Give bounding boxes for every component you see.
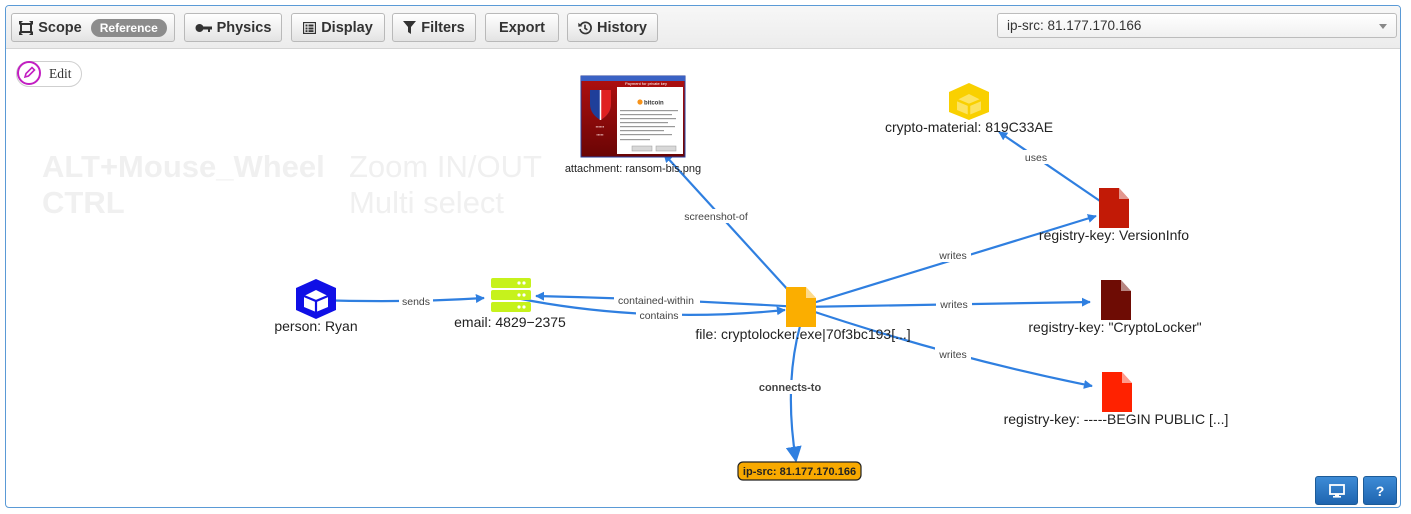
key-icon: [195, 23, 212, 32]
node-label-crypto-material: crypto-material: 819C33AE: [885, 119, 1053, 135]
filters-button[interactable]: Filters: [392, 13, 476, 42]
node-crypto-material[interactable]: [949, 83, 989, 120]
node-person[interactable]: [296, 279, 336, 319]
edge-label-writes-cryptolocker: writes: [939, 299, 967, 311]
pencil-icon: [17, 61, 41, 85]
node-label-email: email: 4829−2375: [454, 314, 566, 330]
search-select[interactable]: ip-src: 81.177.170.166: [997, 13, 1397, 38]
node-registry-versioninfo[interactable]: [1099, 188, 1129, 228]
scope-label: Scope: [38, 19, 82, 36]
chevron-down-icon: [1379, 24, 1387, 29]
graph-canvas[interactable]: screenshot-of uses writes writes writes …: [6, 6, 1400, 507]
display-button[interactable]: Display: [291, 13, 385, 42]
physics-label: Physics: [216, 19, 272, 36]
graph-panel: Scope Reference Physics Display: [5, 5, 1401, 508]
filter-icon: [403, 21, 417, 34]
svg-text:▪▪▪▪▪▪: ▪▪▪▪▪▪: [596, 124, 605, 129]
node-attachment[interactable]: Payment for private key bitcoin ▪▪▪▪▪▪ ▪…: [580, 75, 686, 158]
edge-label-uses: uses: [1025, 152, 1047, 164]
edge-label-sends: sends: [402, 296, 430, 308]
node-label-registry-public: registry-key: -----BEGIN PUBLIC [...]: [1004, 411, 1229, 427]
edge-label-connects-to: connects-to: [759, 382, 822, 394]
shortcut-action-zoom: Zoom IN/OUT: [349, 149, 542, 184]
file-icon: [1102, 372, 1132, 412]
node-file[interactable]: [786, 287, 816, 327]
physics-button[interactable]: Physics: [184, 13, 282, 42]
node-label-registry-versioninfo: registry-key: VersionInfo: [1039, 227, 1189, 243]
edit-button[interactable]: Edit: [16, 61, 82, 87]
help-button[interactable]: ?: [1363, 476, 1397, 505]
bitcoin-logo-text: bitcoin: [644, 101, 664, 107]
search-select-value: ip-src: 81.177.170.166: [1007, 18, 1142, 33]
shortcut-key-zoom: ALT+Mouse_Wheel: [42, 149, 325, 184]
monitor-icon: [1328, 483, 1345, 498]
edit-label: Edit: [49, 66, 72, 81]
history-icon: [578, 20, 592, 34]
node-registry-public[interactable]: [1102, 372, 1132, 412]
export-label: Export: [499, 19, 545, 36]
edge-screenshot-of[interactable]: [663, 153, 801, 304]
export-button[interactable]: Export: [485, 13, 559, 42]
server-icon: [491, 278, 531, 312]
filters-label: Filters: [421, 19, 465, 36]
scope-badge: Reference: [90, 18, 167, 37]
node-label-file: file: cryptolocker.exe|70f3bc193[...]: [695, 326, 910, 342]
node-label-person: person: Ryan: [274, 318, 357, 334]
history-label: History: [597, 19, 647, 36]
node-email[interactable]: [491, 278, 531, 312]
toolbar: Scope Reference Physics Display: [6, 6, 1400, 49]
shortcut-key-select: CTRL: [42, 185, 125, 220]
svg-text:▪▪▪▪▪: ▪▪▪▪▪: [596, 132, 604, 137]
node-label-ip-src: ip-src: 81.177.170.166: [743, 466, 856, 478]
edge-label-screenshot-of: screenshot-of: [684, 211, 748, 223]
ransom-title-text: Payment for private key: [625, 81, 667, 86]
node-label-attachment: attachment: ransom-bis.png: [565, 163, 701, 175]
edge-label-writes-public: writes: [938, 349, 966, 361]
list-icon: [303, 21, 317, 34]
node-label-registry-cryptolocker: registry-key: "CryptoLocker": [1028, 319, 1201, 335]
edge-label-writes-versioninfo: writes: [938, 250, 966, 262]
edge-label-contained-within: contained-within: [618, 295, 694, 307]
scope-icon: [19, 20, 34, 35]
display-label: Display: [321, 19, 373, 36]
node-ip-src[interactable]: ip-src: 81.177.170.166: [737, 461, 862, 481]
node-registry-cryptolocker[interactable]: [1101, 280, 1131, 320]
shortcut-action-select: Multi select: [349, 185, 505, 220]
fullscreen-button[interactable]: [1315, 476, 1358, 505]
edge-label-contains: contains: [639, 310, 678, 322]
file-icon: [1101, 280, 1131, 320]
help-label: ?: [1375, 482, 1385, 499]
history-button[interactable]: History: [567, 13, 658, 42]
scope-button[interactable]: Scope Reference: [11, 13, 175, 42]
edge-uses[interactable]: [998, 131, 1101, 202]
file-icon: [786, 287, 816, 327]
file-icon: [1099, 188, 1129, 228]
